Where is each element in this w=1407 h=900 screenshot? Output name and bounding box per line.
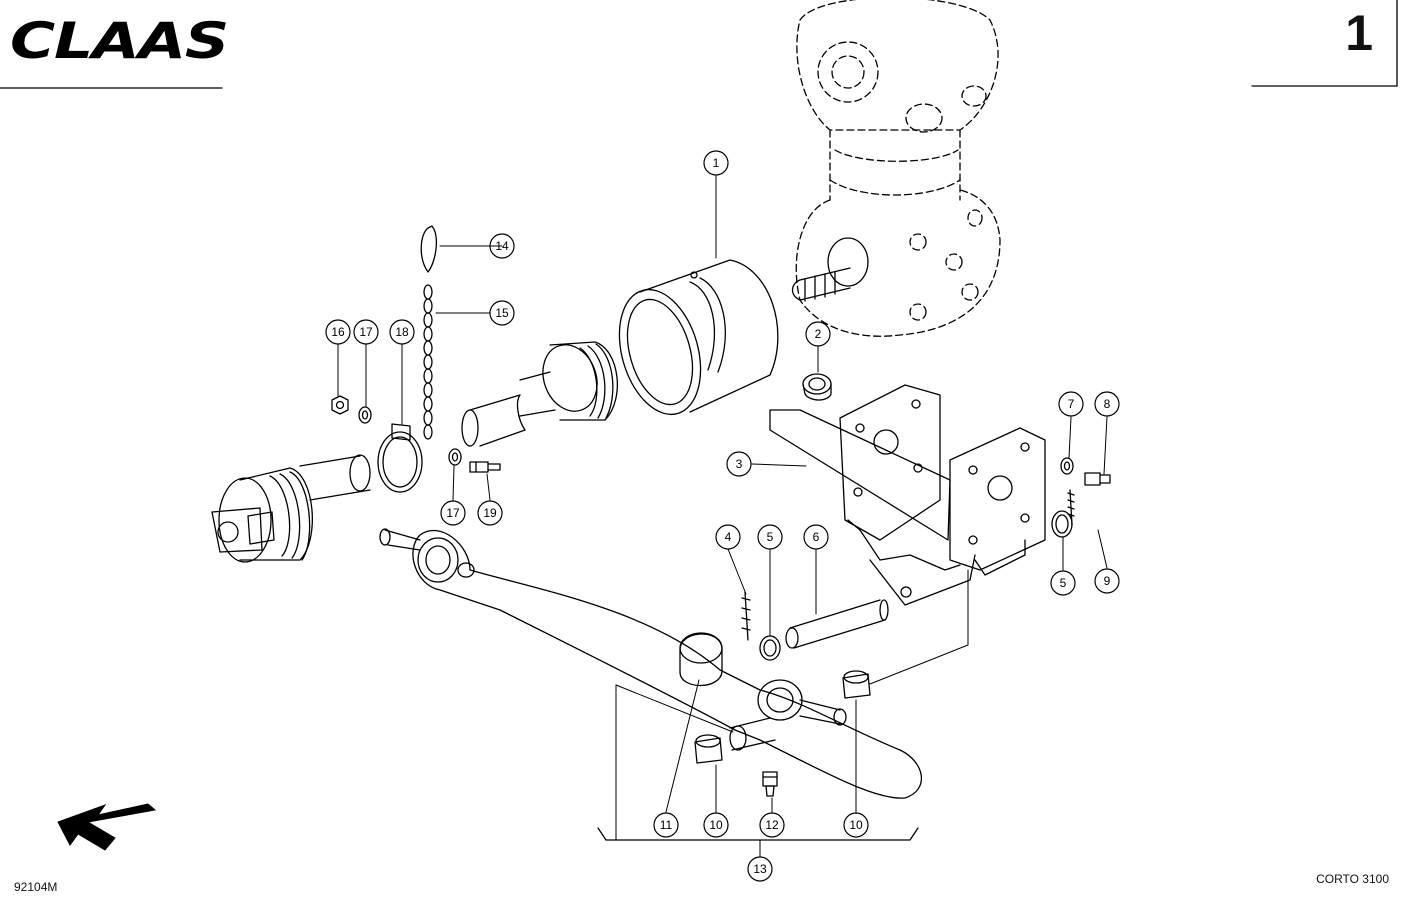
svg-text:15: 15	[495, 306, 509, 320]
pivot-pin-6	[785, 599, 889, 649]
callout-13: 13	[747, 856, 773, 882]
pto-shaft-lower	[211, 454, 371, 563]
guard-cylinder	[618, 259, 779, 416]
gearbox-input-shaft	[791, 237, 869, 302]
svg-text:1: 1	[713, 156, 720, 170]
safety-clip	[420, 225, 438, 273]
callout-1: 1	[703, 150, 729, 176]
washer	[358, 406, 372, 424]
callout-8: 8	[1094, 391, 1120, 417]
callout-3: 3	[726, 451, 752, 477]
assembly-bracket-13	[597, 827, 919, 841]
callout-11: 11	[653, 812, 679, 838]
callout-7: 7	[1058, 391, 1084, 417]
callout-17-bottom: 17	[440, 500, 466, 526]
callout-19: 19	[477, 500, 503, 526]
svg-text:10: 10	[709, 818, 723, 832]
callout-4: 4	[715, 524, 741, 550]
svg-text:6: 6	[813, 530, 820, 544]
callout-12: 12	[759, 812, 785, 838]
washer-lower	[448, 448, 462, 466]
model-name: CORTO 3100	[1316, 872, 1389, 886]
svg-text:12: 12	[765, 818, 779, 832]
svg-text:5: 5	[767, 530, 774, 544]
callout-10-right: 10	[843, 812, 869, 838]
safety-chain	[423, 284, 433, 440]
bolt	[469, 461, 501, 473]
drawing-number: 92104M	[14, 880, 58, 894]
svg-text:9: 9	[1104, 574, 1111, 588]
svg-text:18: 18	[395, 325, 409, 339]
svg-text:17: 17	[359, 325, 373, 339]
svg-text:14: 14	[495, 239, 509, 253]
svg-text:2: 2	[815, 327, 822, 341]
callout-9: 9	[1094, 568, 1120, 594]
callout-16: 16	[325, 319, 351, 345]
callout-17-top: 17	[353, 319, 379, 345]
svg-text:17: 17	[446, 506, 460, 520]
svg-text:16: 16	[331, 325, 345, 339]
ring-5-right	[1051, 510, 1073, 538]
callout-5-left: 5	[757, 524, 783, 550]
spring-pin-9	[1067, 489, 1075, 526]
hose-clamp	[377, 423, 423, 493]
svg-text:10: 10	[849, 818, 863, 832]
callout-14: 14	[489, 233, 515, 259]
callout-10-left: 10	[703, 812, 729, 838]
grease-nipple	[762, 771, 778, 797]
pto-shaft-upper	[461, 341, 618, 447]
callout-18: 18	[389, 319, 415, 345]
leader-lines	[337, 175, 1108, 858]
lever-knob	[679, 632, 723, 686]
mounting-bracket	[769, 384, 1046, 606]
svg-text:4: 4	[725, 530, 732, 544]
svg-text:8: 8	[1104, 397, 1111, 411]
svg-text:19: 19	[483, 506, 497, 520]
svg-text:5: 5	[1060, 576, 1067, 590]
direction-arrow-icon	[57, 803, 157, 851]
gearbox-housing	[795, 0, 1001, 337]
callout-5-right: 5	[1050, 570, 1076, 596]
svg-text:3: 3	[736, 457, 743, 471]
svg-text:11: 11	[660, 818, 673, 832]
svg-text:13: 13	[753, 862, 767, 876]
callout-6: 6	[803, 524, 829, 550]
spring-pin-4	[741, 591, 751, 641]
bolt-8	[1084, 472, 1111, 486]
page-number: 1	[1345, 5, 1373, 61]
washer-7	[1060, 457, 1074, 475]
bushing-10-right	[842, 670, 871, 699]
hex-nut	[331, 395, 349, 415]
claas-logo: CLAAS	[10, 14, 229, 66]
callout-15: 15	[489, 300, 515, 326]
bushing-2	[802, 373, 832, 401]
svg-text:7: 7	[1068, 397, 1075, 411]
callout-group: 1 2 3 4 5 5 6 7 8 9 10 10 11 12 13 14 15…	[325, 150, 1120, 882]
callout-2: 2	[805, 321, 831, 347]
bushing-10-left	[694, 734, 723, 764]
lever-arm	[379, 528, 922, 799]
svg-text:CLAAS: CLAAS	[10, 14, 228, 66]
